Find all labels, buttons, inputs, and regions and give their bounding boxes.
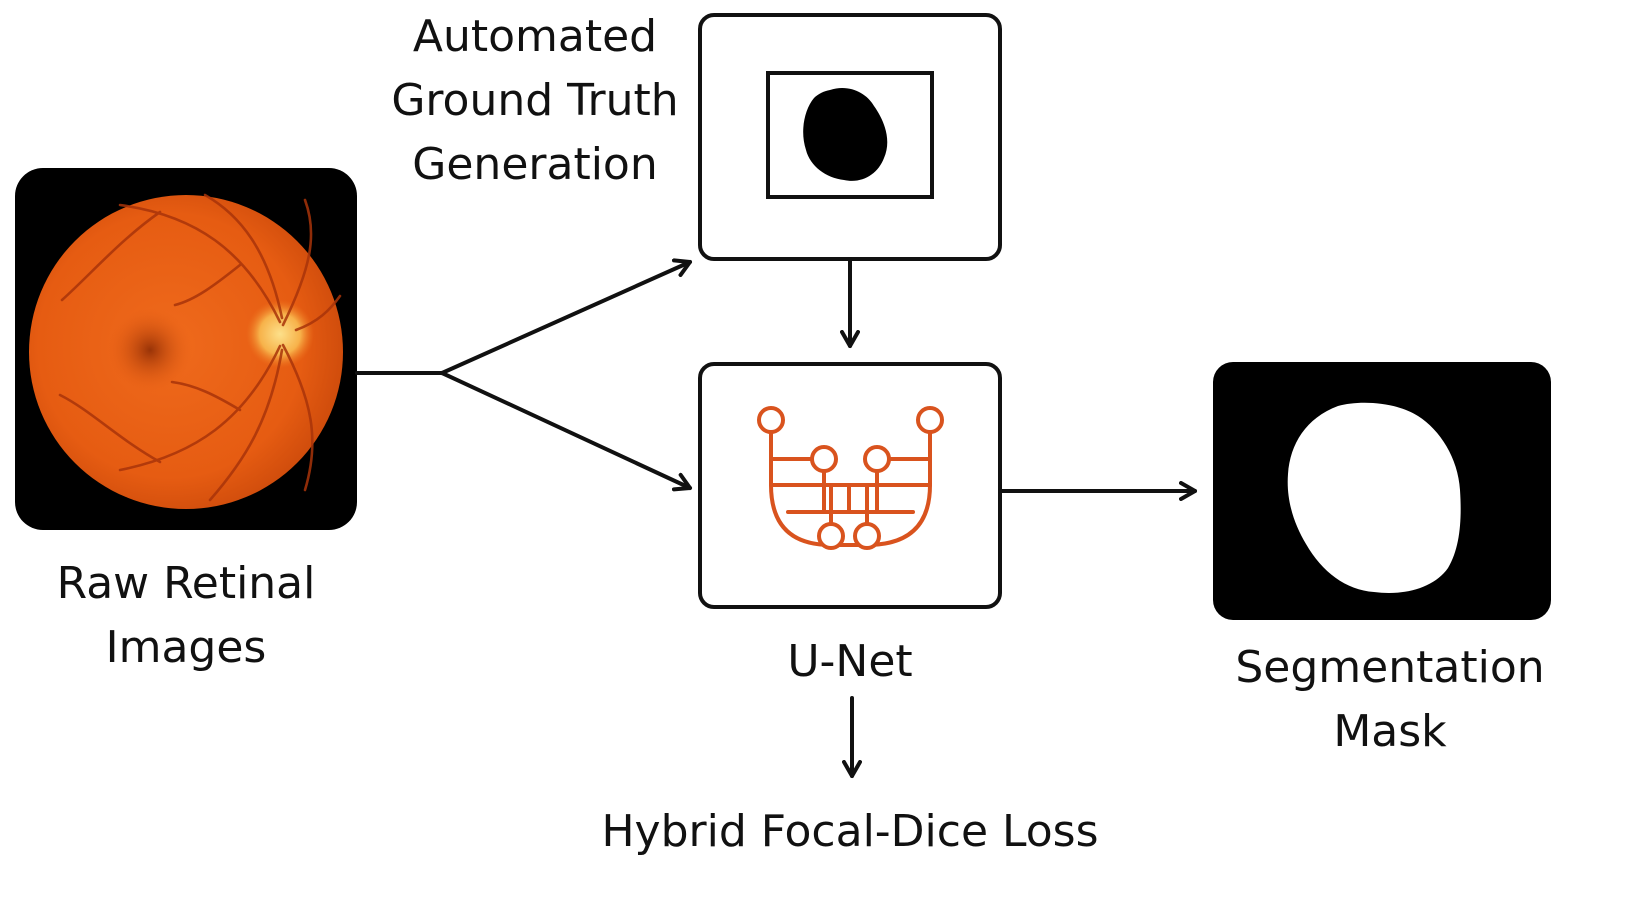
raw-images-label-line2: Images [105, 622, 267, 673]
segmentation-label-line2: Mask [1333, 706, 1447, 757]
ground-truth-box [698, 13, 1002, 261]
ground-truth-label-line3: Generation [412, 139, 658, 190]
segmentation-mask-image [1213, 362, 1551, 620]
arrow-to-ground-truth [440, 258, 692, 375]
unet-label: U-Net [700, 630, 1000, 694]
raw-images-label: Raw Retinal Images [15, 552, 357, 680]
ground-truth-label-line2: Ground Truth [391, 75, 679, 126]
raw-retinal-image [15, 168, 357, 530]
loss-label-text: Hybrid Focal-Dice Loss [601, 806, 1099, 857]
u-net-architecture-icon [757, 406, 944, 550]
ground-truth-label-line1: Automated [412, 11, 658, 62]
unet-label-text: U-Net [787, 636, 913, 687]
loss-label: Hybrid Focal-Dice Loss [540, 800, 1160, 864]
ground-truth-mask-blob [803, 87, 888, 181]
arrow-to-unet [440, 371, 692, 492]
segmentation-mask-blob [1287, 402, 1461, 593]
ground-truth-label: Automated Ground Truth Generation [380, 5, 690, 197]
segmentation-label-line1: Segmentation [1235, 642, 1545, 693]
segmentation-label: Segmentation Mask [1200, 636, 1580, 764]
unet-box [698, 362, 1002, 609]
raw-images-label-line1: Raw Retinal [56, 558, 316, 609]
connectors [355, 257, 1197, 778]
